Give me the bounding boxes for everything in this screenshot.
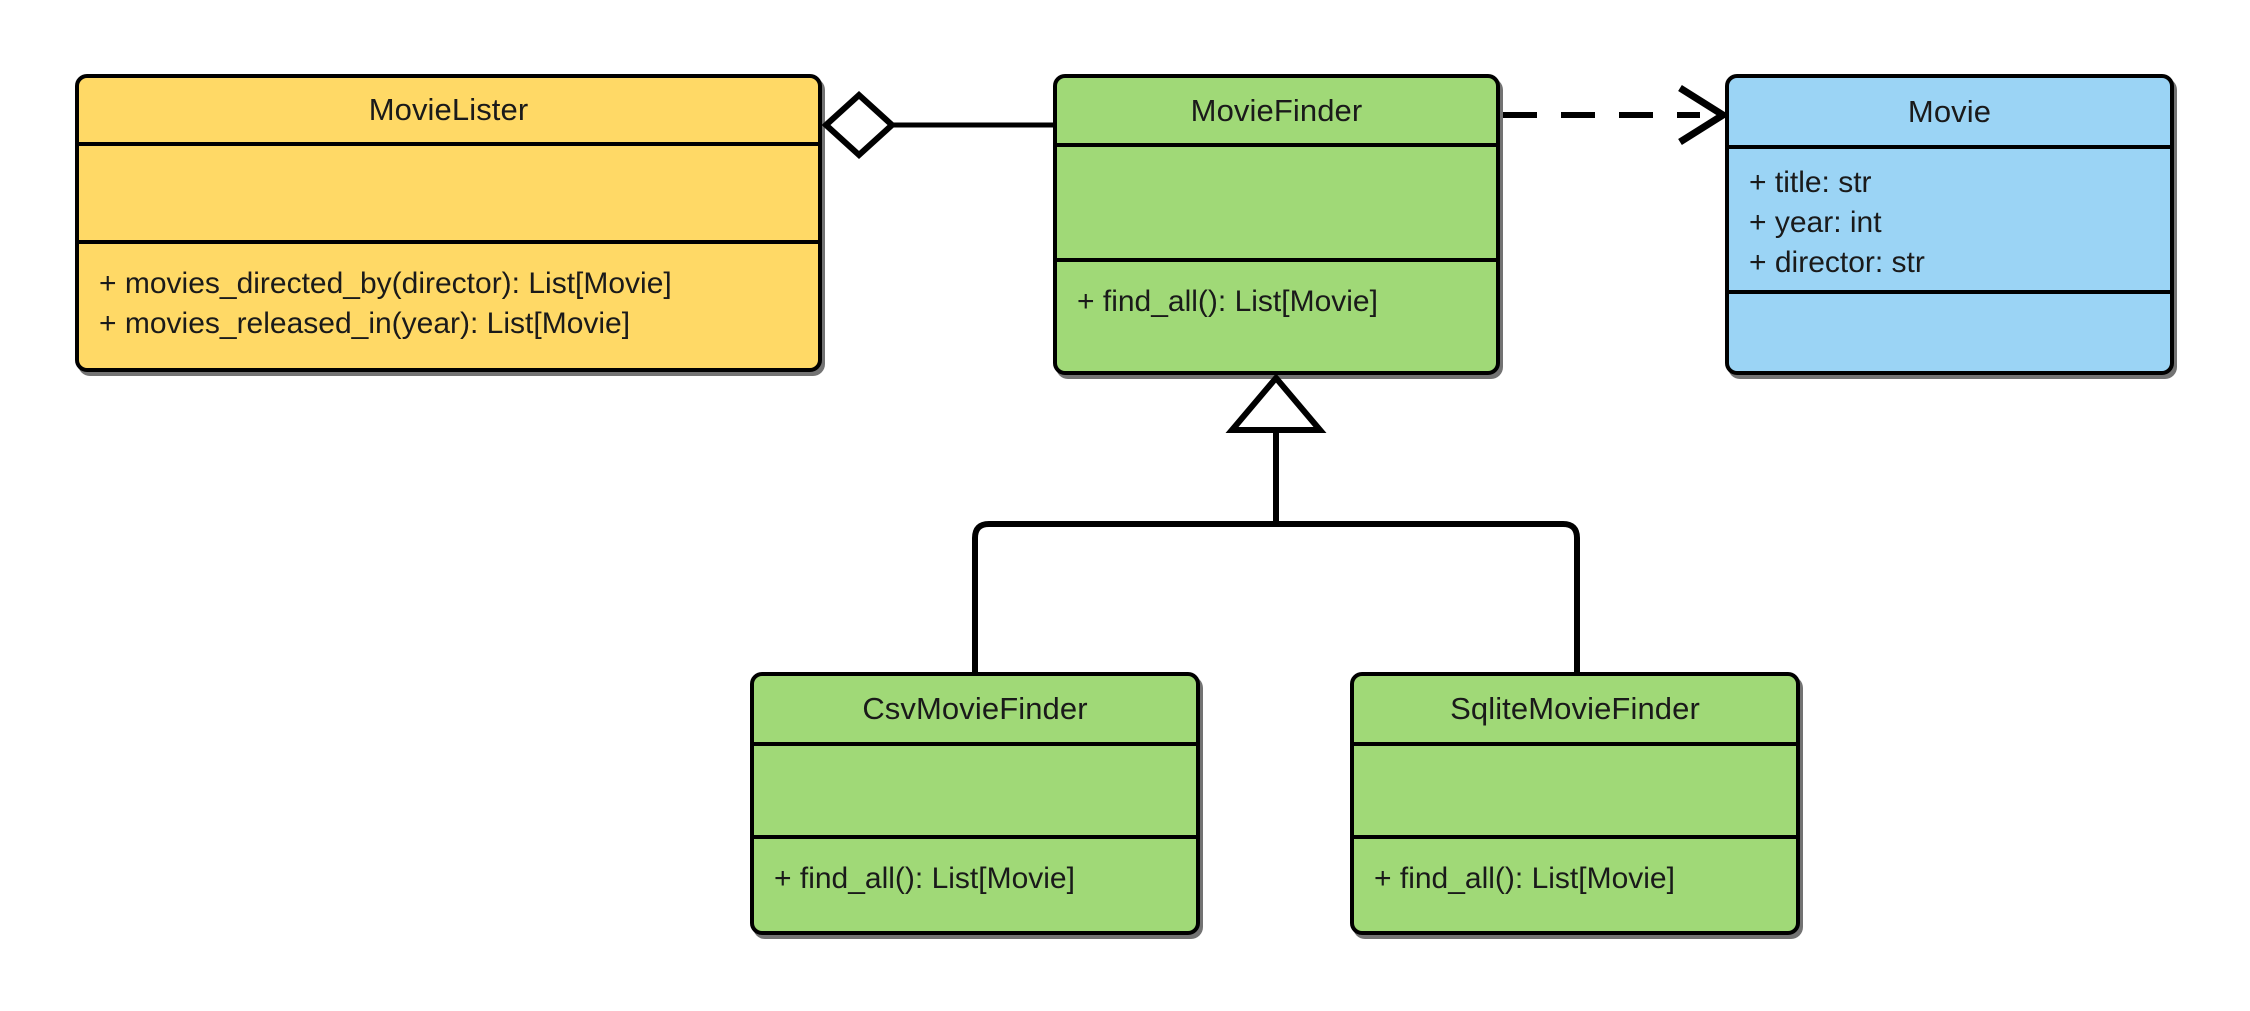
- hollow-triangle-icon: [1225, 373, 1327, 433]
- generalization-bus: [972, 521, 1580, 672]
- class-box-sqlite-movie-finder[interactable]: SqliteMovieFinder + find_all(): List[Mov…: [1350, 672, 1800, 935]
- open-arrow-icon: [1678, 85, 1730, 145]
- class-name-movie: Movie: [1907, 93, 1992, 129]
- method-item: + movies_directed_by(director): List[Mov…: [99, 267, 672, 300]
- method-item: + find_all(): List[Movie]: [774, 862, 1075, 895]
- class-name-movie-lister: MovieLister: [368, 92, 529, 127]
- method-item: + movies_released_in(year): List[Movie]: [99, 307, 631, 340]
- class-name-sqlite-movie-finder: SqliteMovieFinder: [1450, 691, 1700, 726]
- method-item: + find_all(): List[Movie]: [1077, 285, 1378, 318]
- attributes-compartment-csv-movie-finder: [754, 742, 1196, 835]
- class-box-movie-finder[interactable]: MovieFinder + find_all(): List[Movie]: [1053, 74, 1500, 375]
- method-item: + find_all(): List[Movie]: [1374, 862, 1675, 895]
- methods-compartment-sqlite-movie-finder: + find_all(): List[Movie]: [1354, 835, 1796, 931]
- class-box-movie-lister[interactable]: MovieLister + movies_directed_by(directo…: [75, 74, 822, 372]
- attributes-compartment-sqlite-movie-finder: [1354, 742, 1796, 835]
- class-box-csv-movie-finder[interactable]: CsvMovieFinder + find_all(): List[Movie]: [750, 672, 1200, 935]
- attributes-compartment-movie: + title: str + year: int + director: str: [1729, 145, 2170, 290]
- methods-compartment-csv-movie-finder: + find_all(): List[Movie]: [754, 835, 1196, 931]
- methods-compartment-movie-lister: + movies_directed_by(director): List[Mov…: [79, 240, 818, 368]
- class-box-movie[interactable]: Movie + title: str + year: int + directo…: [1725, 74, 2174, 375]
- attribute-item: + title: str: [1749, 166, 1872, 199]
- attribute-item: + director: str: [1749, 246, 1925, 279]
- generalization-tree: [972, 373, 1580, 672]
- class-name-csv-movie-finder: CsvMovieFinder: [862, 691, 1088, 726]
- methods-compartment-movie: [1729, 290, 2170, 371]
- dependency-finder-movie: [1503, 85, 1730, 145]
- aggregation-lister-finder: [821, 90, 1053, 160]
- attribute-item: + year: int: [1749, 206, 1882, 239]
- hollow-diamond-icon: [821, 90, 897, 160]
- attributes-compartment-movie-lister: [79, 142, 818, 240]
- methods-compartment-movie-finder: + find_all(): List[Movie]: [1057, 258, 1496, 371]
- class-name-movie-finder: MovieFinder: [1190, 92, 1363, 128]
- attributes-compartment-movie-finder: [1057, 143, 1496, 258]
